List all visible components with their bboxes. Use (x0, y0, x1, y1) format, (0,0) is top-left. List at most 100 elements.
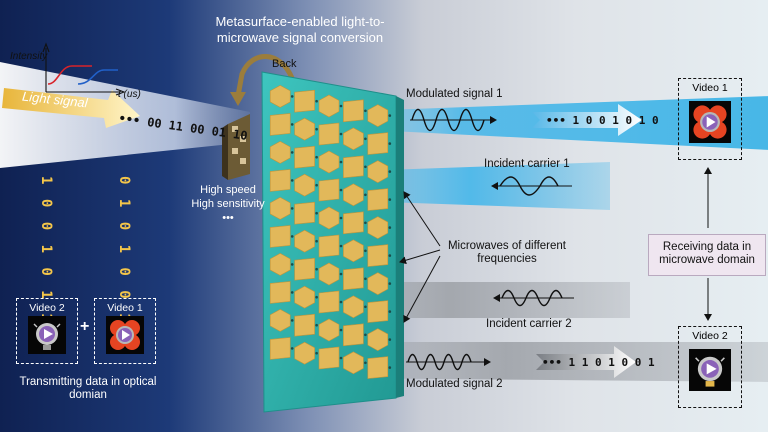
meta-atom (269, 141, 291, 164)
meta-atom-via (290, 263, 294, 266)
bit-arrow-1 (532, 104, 642, 136)
meta-atom (367, 188, 389, 211)
meta-atom (343, 295, 364, 319)
meta-atom (318, 262, 340, 286)
incident-carrier-2-label: Incident carrier 2 (486, 318, 572, 330)
meta-atom-via (339, 104, 343, 108)
meta-atom (294, 145, 315, 169)
flower-play-icon (110, 320, 140, 350)
meta-atom-via (388, 226, 392, 229)
meta-atom (367, 216, 389, 239)
meta-atom-via (290, 347, 294, 350)
rx-video1-box: Video 1 (678, 78, 742, 160)
back-arrow (235, 54, 295, 97)
meta-atom-via (339, 160, 343, 164)
receiving-label-box: Receiving data in microwave domain (648, 234, 766, 276)
modulated-wave-1 (410, 108, 497, 132)
receiving-label: Receiving data in microwave domain (659, 241, 755, 266)
meta-atom (294, 313, 315, 337)
tx-video2-title: Video 2 (29, 302, 65, 314)
meta-atom (343, 323, 364, 347)
meta-atom-via (315, 323, 318, 327)
meta-atom-via (388, 338, 392, 341)
meta-atom-via (339, 216, 343, 220)
meta-atom-via (339, 188, 343, 192)
photodiode-ellipsis: ••• (222, 212, 234, 224)
photodiode-chip (222, 114, 250, 180)
meta-atom (343, 267, 364, 291)
light-signal-arrow (2, 88, 140, 128)
meta-atom-via (364, 193, 367, 197)
meta-atom (269, 85, 291, 108)
meta-atom (367, 244, 389, 267)
microwave-pointer-lines (399, 191, 441, 323)
meta-atom-via (339, 356, 343, 360)
meta-atom (294, 89, 315, 113)
meta-atom-via (339, 244, 343, 248)
rx-video2-title: Video 2 (692, 330, 728, 342)
meta-atom (294, 201, 315, 225)
meta-atom (367, 300, 389, 323)
meta-atom-via (290, 291, 294, 294)
meta-atom (294, 341, 315, 365)
bulb-play-icon (695, 356, 725, 387)
meta-atom (269, 225, 291, 248)
meta-atom (294, 117, 315, 141)
meta-atom-via (364, 137, 367, 141)
meta-atom (343, 127, 364, 151)
meta-atom-via (339, 328, 343, 332)
high-sensitivity-label: High sensitivity (191, 198, 265, 210)
meta-atom-via (315, 127, 318, 131)
tx-video2-thumbnail (28, 316, 66, 354)
meta-atom-via (290, 123, 294, 126)
time-axis-label: t (us) (118, 89, 141, 100)
meta-atom-via (339, 132, 343, 136)
intensity-axes (42, 42, 126, 96)
meta-atom (343, 155, 364, 179)
meta-atom-via (364, 109, 367, 113)
tx-video1-thumbnail (106, 316, 144, 354)
meta-atom-via (315, 239, 318, 243)
high-speed-label: High speed (200, 184, 256, 196)
meta-atom (343, 99, 364, 123)
incident-carrier-1-label: Incident carrier 1 (484, 158, 570, 170)
meta-atom-via (364, 221, 367, 225)
meta-atom (294, 229, 315, 253)
tx-video1-title: Video 1 (107, 302, 143, 314)
microwaves-label: Microwaves of different frequencies (447, 240, 567, 265)
tx-video1-box: Video 1 (94, 298, 156, 364)
meta-atom-via (290, 151, 294, 154)
meta-atom-via (388, 254, 392, 257)
meta-atom (318, 318, 340, 342)
meta-atom-via (315, 183, 318, 187)
incident-carrier-wave-1 (491, 176, 572, 196)
meta-atom-via (364, 305, 367, 309)
modulated-wave-2 (406, 353, 491, 371)
meta-atom-via (364, 249, 367, 253)
rx-video2-thumbnail (689, 349, 731, 391)
tx-bits-video1: 0 1 0 1 0 0 1••• (116, 176, 132, 359)
intensity-label: Intensity (10, 51, 48, 62)
modulated-bits-2: ••• 1 1 0 1 0 0 1 (542, 356, 655, 369)
meta-atom (367, 272, 389, 295)
meta-atom-via (315, 211, 318, 215)
rx-video1-title: Video 1 (692, 82, 728, 94)
transmitting-label: Transmitting data in optical domian (19, 376, 157, 401)
bit-arrow-2 (536, 346, 636, 378)
meta-atom (367, 104, 389, 127)
plus-sign: + (80, 318, 90, 335)
rx-video1-thumbnail (689, 101, 731, 143)
modulated-signal-2-label: Modulated signal 2 (406, 378, 503, 390)
meta-atom (367, 328, 389, 351)
meta-atom (269, 113, 291, 136)
metasurface-panel (261, 71, 404, 413)
meta-atom-via (388, 282, 392, 285)
meta-atom (343, 211, 364, 235)
tx-video2-box: Video 2 (16, 298, 78, 364)
meta-atom-via (315, 267, 318, 271)
meta-atom-via (388, 366, 392, 369)
meta-atom (367, 160, 389, 183)
meta-atom-via (339, 272, 343, 276)
